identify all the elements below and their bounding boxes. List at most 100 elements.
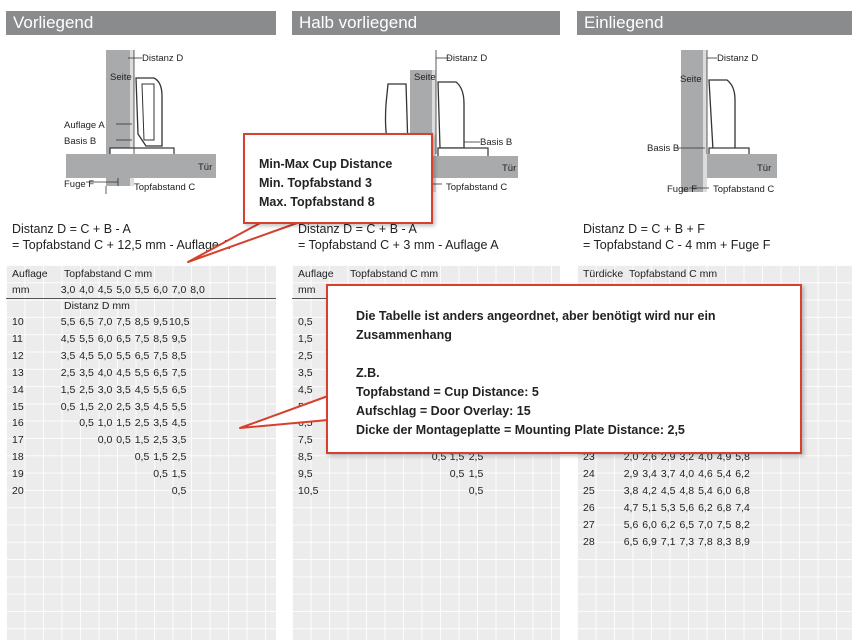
row-label: 16 bbox=[12, 417, 24, 430]
table-cell: 4,6 bbox=[698, 467, 713, 480]
row-label: 26 bbox=[583, 501, 595, 514]
table-cell: 4,5 bbox=[60, 332, 76, 345]
section-title: Einliegend bbox=[577, 11, 852, 35]
row-label: 7,5 bbox=[298, 434, 313, 447]
formula-line-1: Distanz D = C + B - A bbox=[298, 222, 417, 236]
row-label: 13 bbox=[12, 366, 24, 379]
row-label: 3,5 bbox=[298, 366, 313, 379]
table-cell: 3,8 bbox=[623, 484, 639, 497]
row-label: 2,5 bbox=[298, 349, 313, 362]
formula-line-2: = Topfabstand C + 12,5 mm - Auflage A bbox=[12, 238, 230, 252]
table-cell: 5,1 bbox=[642, 501, 657, 514]
table-cell: 5,4 bbox=[716, 467, 732, 480]
table-cell: 1,5 bbox=[153, 451, 168, 464]
table-cell: 3,5 bbox=[116, 383, 131, 396]
table-cell: 5,3 bbox=[660, 501, 676, 514]
section-title: Vorliegend bbox=[6, 11, 276, 35]
table-cell: 2,0 bbox=[623, 451, 639, 463]
table-cell: 6,5 bbox=[79, 316, 94, 328]
label-fuge: Fuge F bbox=[64, 179, 94, 190]
table-cell: 6,5 bbox=[679, 518, 695, 531]
table-cell: 3,0 bbox=[97, 383, 113, 396]
table-cell: 0,5 bbox=[60, 400, 76, 413]
row-label: 14 bbox=[12, 383, 24, 396]
table-cell: 4,0 bbox=[679, 467, 695, 480]
label-seite: Seite bbox=[110, 72, 132, 83]
table-cell: 1,5 bbox=[468, 468, 484, 481]
formula-einliegend: Distanz D = C + B + F = Topfabstand C - … bbox=[583, 221, 770, 253]
table-cell: 8,9 bbox=[735, 535, 750, 548]
table-cell: 2,5 bbox=[153, 434, 168, 447]
callout-cup-distance: Min-Max Cup Distance Min. Topfabstand 3 … bbox=[243, 133, 433, 224]
table-cell: 0,5 bbox=[431, 451, 447, 464]
table-cell: 6,8 bbox=[716, 501, 732, 514]
table-cell: 1,5 bbox=[171, 468, 187, 481]
table-cell: 1,5 bbox=[60, 383, 76, 396]
col-header-topfabstand: Topfabstand C mm bbox=[64, 268, 153, 280]
table-cell: 4,2 bbox=[642, 484, 657, 497]
table-cell: 7,5 bbox=[171, 366, 187, 379]
table-cell: 8,5 bbox=[134, 316, 150, 328]
table-cell: 7,5 bbox=[716, 518, 732, 531]
column-header: 8,0 bbox=[190, 284, 205, 296]
table-cell: 5,5 bbox=[116, 349, 131, 362]
section-title: Halb vorliegend bbox=[292, 11, 560, 35]
table-cell: 6,5 bbox=[153, 366, 168, 379]
table-cell: 2,5 bbox=[60, 366, 76, 379]
table-cell: 4,0 bbox=[97, 366, 113, 379]
table-cell: 7,1 bbox=[660, 535, 676, 548]
table-cell: 7,5 bbox=[116, 316, 131, 328]
label-distanz: Distanz D bbox=[717, 53, 758, 64]
table-cell: 7,5 bbox=[134, 332, 150, 345]
table-cell: 8,3 bbox=[716, 535, 732, 548]
table-cell: 6,0 bbox=[97, 332, 113, 345]
callout-line: Aufschlag = Door Overlay: 15 bbox=[356, 404, 531, 418]
table-cell: 8,5 bbox=[153, 332, 168, 345]
table-cell: 4,0 bbox=[698, 451, 713, 463]
row-label: 15 bbox=[12, 400, 24, 413]
sub-header-distanz: Distanz D mm bbox=[64, 300, 130, 312]
column-header: 7,0 bbox=[171, 284, 187, 296]
table-cell: 4,5 bbox=[116, 366, 131, 379]
table-cell: 5,4 bbox=[698, 484, 713, 497]
row-label: 5,5 bbox=[298, 400, 313, 413]
section-vorliegend: Vorliegend Distanz D Seite Auflage A Bas… bbox=[6, 0, 276, 640]
row-label: 0,5 bbox=[298, 316, 313, 328]
table-cell: 2,9 bbox=[623, 467, 639, 480]
table-cell: 5,5 bbox=[153, 383, 168, 396]
row-label: 23 bbox=[583, 451, 595, 463]
header-rule bbox=[6, 298, 276, 299]
table-cell: 6,2 bbox=[735, 467, 750, 480]
table-cell: 0,5 bbox=[153, 468, 168, 481]
row-label: 24 bbox=[583, 467, 595, 480]
hinge-diagram-vorliegend: Distanz D Seite Auflage A Basis B Tür Fu… bbox=[64, 50, 216, 194]
label-topfabstand: Topfabstand C bbox=[446, 182, 507, 193]
table-cell: 6,5 bbox=[116, 332, 131, 345]
formula-line-2: = Topfabstand C - 4 mm + Fuge F bbox=[583, 238, 771, 252]
table-cell: 3,5 bbox=[153, 417, 168, 430]
table-cell: 6,2 bbox=[660, 518, 676, 531]
row-label: 8,5 bbox=[298, 451, 313, 464]
callout-line bbox=[356, 345, 800, 364]
label-topfabstand: Topfabstand C bbox=[713, 184, 774, 194]
callout-explanation: Die Tabelle ist anders angeordnet, aber … bbox=[326, 284, 802, 454]
table-cell: 9,5 bbox=[153, 316, 168, 328]
column-header: 4,5 bbox=[97, 284, 113, 296]
row-label: 19 bbox=[12, 468, 24, 481]
row-label: 6,5 bbox=[298, 417, 313, 430]
callout-line: Dicke der Montageplatte = Mounting Plate… bbox=[356, 423, 685, 437]
table-cell: 0,5 bbox=[134, 451, 150, 464]
table-cell: 4,5 bbox=[153, 400, 168, 413]
table-cell: 4,7 bbox=[623, 501, 639, 514]
column-header: 5,0 bbox=[116, 284, 131, 296]
callout-line: Topfabstand = Cup Distance: 5 bbox=[356, 385, 539, 399]
table-cell: 10,5 bbox=[169, 316, 190, 328]
callout-line: Die Tabelle ist anders angeordnet, aber … bbox=[356, 309, 716, 323]
col-header-auflage: Auflage bbox=[298, 268, 334, 280]
col-unit-mm: mm bbox=[298, 284, 316, 296]
table-cell: 5,6 bbox=[623, 518, 639, 531]
label-tuer: Tür bbox=[502, 163, 516, 174]
table-cell: 5,6 bbox=[679, 501, 695, 514]
column-header: 6,0 bbox=[153, 284, 168, 296]
row-label: 17 bbox=[12, 434, 24, 447]
